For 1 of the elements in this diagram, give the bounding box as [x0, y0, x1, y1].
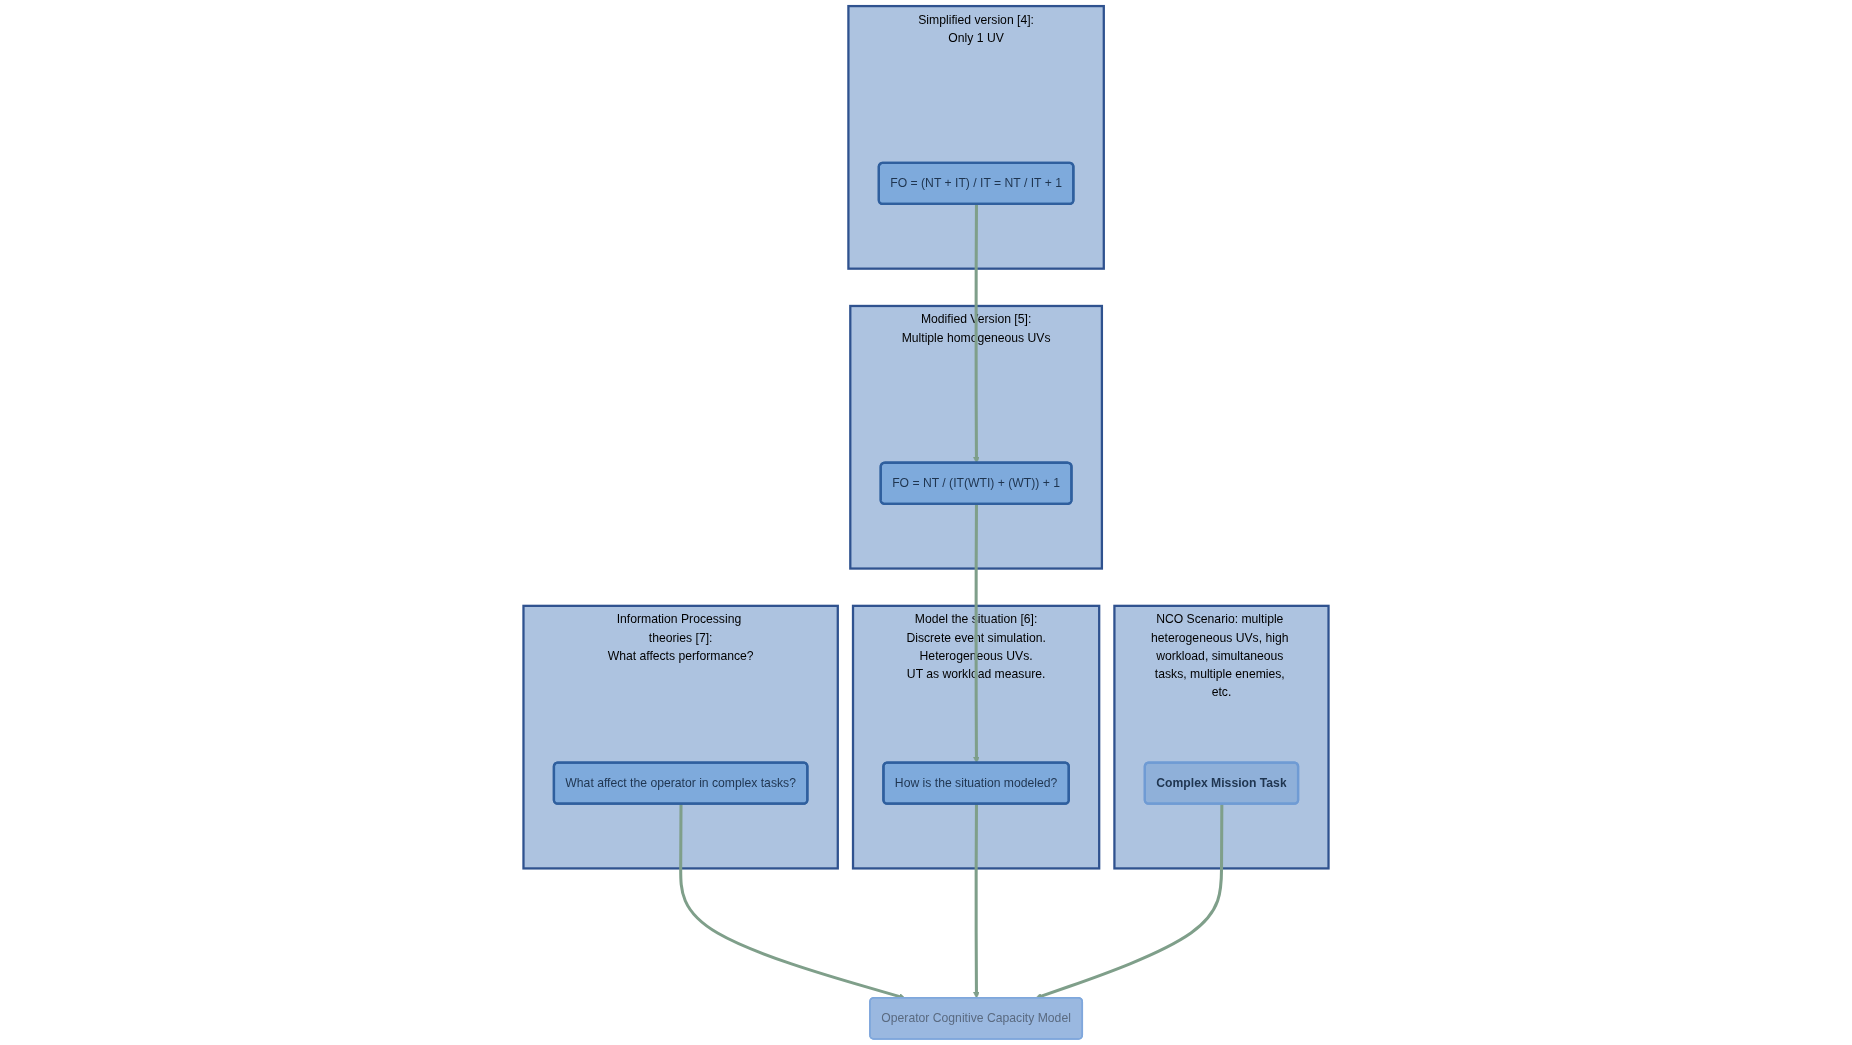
arrow [973, 804, 980, 999]
